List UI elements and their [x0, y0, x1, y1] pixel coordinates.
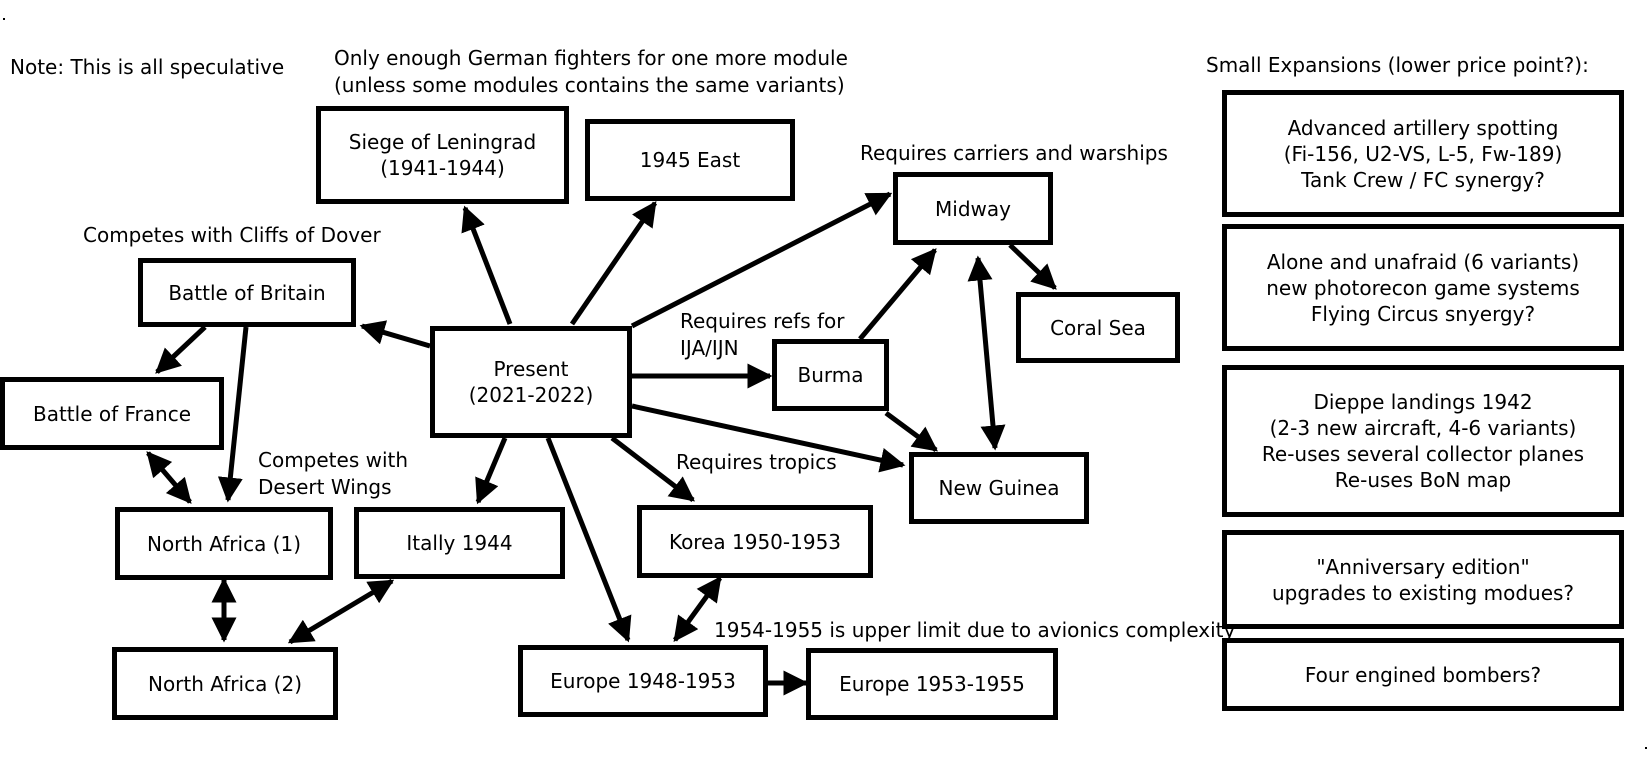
- note-avionics-text: 1954-1955 is upper limit due to avionics…: [714, 618, 1236, 642]
- node-present-line-1: Present: [493, 357, 569, 381]
- arrow-britain-france: [155, 325, 207, 374]
- node-burma-text: Burma: [797, 363, 864, 387]
- expansion-alone-and-unafraid: Alone and unafraid (6 variants) new phot…: [1222, 224, 1624, 351]
- node-north-africa-2-text: North Africa (2): [147, 671, 303, 696]
- node-burma: Burma: [772, 339, 889, 411]
- note-avionics: 1954-1955 is upper limit due to avionics…: [714, 617, 1235, 644]
- note-german-fighters-line-2: (unless some modules contains the same v…: [334, 73, 845, 97]
- arrow-midway-coral-sea: [1008, 243, 1057, 290]
- expansions-title-text: Small Expansions (lower price point?):: [1206, 53, 1589, 77]
- node-present: Present (2021-2022): [430, 326, 632, 438]
- note-refs: Requires refs for IJA/IJN: [680, 308, 845, 362]
- arrow-present-1945-east: [569, 200, 658, 326]
- arrow-britain-north-africa-1: [217, 326, 249, 503]
- arrow-burma-new-guinea: [884, 410, 939, 453]
- node-1945-east-text: 1945 East: [639, 148, 741, 172]
- expansion-dieppe-line-4: Re-uses BoN map: [1334, 468, 1512, 492]
- arrow-present-europe-1948: [545, 437, 632, 643]
- expansion-anniversary-line-1: "Anniversary edition": [1316, 554, 1530, 579]
- arrow-present-midway: [630, 191, 893, 329]
- note-refs-line-2: IJA/IJN: [680, 336, 739, 360]
- expansions-title: Small Expansions (lower price point?):: [1206, 52, 1589, 79]
- note-speculative-text: Note: This is all speculative: [10, 55, 285, 79]
- note-refs-line-1: Requires refs for: [680, 309, 845, 333]
- expansion-anniversary-line-2: upgrades to existing modues?: [1271, 580, 1575, 605]
- arrow-midway-new-guinea: [967, 255, 1006, 451]
- node-leningrad-line-1: Siege of Leningrad: [348, 130, 537, 154]
- node-battle-of-britain: Battle of Britain: [138, 258, 356, 327]
- expansion-alone-line-3: Flying Circus snyergy?: [1310, 301, 1536, 326]
- arrow-korea-europe-1948: [672, 575, 723, 643]
- node-north-africa-2: North Africa (2): [112, 647, 338, 720]
- expansion-anniversary-edition: "Anniversary edition" upgrades to existi…: [1222, 530, 1624, 629]
- arrow-present-britain: [359, 320, 431, 349]
- note-tropics-text: Requires tropics: [676, 450, 837, 474]
- corner-dot-top: [3, 18, 5, 20]
- expansion-dieppe-line-2: (2-3 new aircraft, 4-6 variants): [1269, 416, 1577, 440]
- note-speculative: Note: This is all speculative: [10, 54, 284, 81]
- expansion-alone-line-1: Alone and unafraid (6 variants): [1266, 249, 1580, 274]
- expansion-four-engined-bombers: Four engined bombers?: [1222, 638, 1624, 711]
- node-korea: Korea 1950-1953: [637, 505, 873, 578]
- expansion-artillery-line-2: (Fi-156, U2-VS, L-5, Fw-189): [1283, 141, 1563, 166]
- arrow-present-korea: [610, 436, 695, 502]
- arrow-france-north-africa-1: [146, 451, 192, 504]
- node-siege-of-leningrad: Siege of Leningrad (1941-1944): [316, 106, 569, 204]
- corner-dot-bottom: [1645, 747, 1647, 749]
- arrow-burma-midway: [858, 248, 937, 341]
- note-cliffs-of-dover: Competes with Cliffs of Dover: [83, 222, 381, 249]
- expansion-bombers-text: Four engined bombers?: [1304, 662, 1542, 687]
- node-britain-text: Battle of Britain: [168, 280, 326, 305]
- note-cliffs-text: Competes with Cliffs of Dover: [83, 223, 381, 247]
- note-carriers: Requires carriers and warships: [860, 140, 1168, 167]
- node-new-guinea-text: New Guinea: [938, 476, 1060, 500]
- note-desert-line-1: Competes with: [258, 448, 409, 472]
- note-german-fighters-line-1: Only enough German fighters for one more…: [334, 46, 848, 70]
- node-battle-of-france: Battle of France: [0, 377, 224, 450]
- note-desert-wings: Competes with Desert Wings: [258, 447, 408, 501]
- arrow-north-africa-2-italy: [287, 578, 395, 645]
- node-midway: Midway: [893, 172, 1053, 245]
- note-desert-line-2: Desert Wings: [258, 475, 392, 499]
- node-north-africa-1: North Africa (1): [115, 507, 333, 580]
- node-italy-text: Itally 1944: [406, 531, 513, 555]
- node-new-guinea: New Guinea: [909, 452, 1089, 524]
- node-europe-1948-1953: Europe 1948-1953: [518, 645, 768, 717]
- node-leningrad-line-2: (1941-1944): [380, 156, 505, 180]
- node-coral-text: Coral Sea: [1050, 315, 1146, 340]
- arrow-present-new-guinea: [631, 403, 906, 473]
- note-german-fighters: Only enough German fighters for one more…: [334, 45, 848, 99]
- node-1945-east: 1945 East: [585, 119, 795, 201]
- note-tropics: Requires tropics: [676, 449, 837, 476]
- expansion-artillery-spotting: Advanced artillery spotting (Fi-156, U2-…: [1222, 90, 1624, 217]
- expansion-artillery-line-3: Tank Crew / FC synergy?: [1301, 167, 1545, 192]
- note-carriers-text: Requires carriers and warships: [860, 141, 1168, 165]
- arrow-present-italy: [475, 437, 508, 505]
- node-korea-text: Korea 1950-1953: [668, 529, 842, 554]
- arrow-present-leningrad: [461, 205, 513, 325]
- node-europe-1953-1955: Europe 1953-1955: [806, 648, 1058, 720]
- expansion-dieppe-landings: Dieppe landings 1942 (2-3 new aircraft, …: [1222, 365, 1624, 517]
- node-coral-sea: Coral Sea: [1016, 292, 1180, 363]
- expansion-artillery-line-1: Advanced artillery spotting: [1287, 115, 1559, 140]
- node-north-africa-1-text: North Africa (1): [146, 531, 302, 556]
- node-europe-1953-text: Europe 1953-1955: [839, 672, 1025, 696]
- node-present-line-2: (2021-2022): [468, 383, 594, 407]
- node-europe-1948-text: Europe 1948-1953: [550, 669, 736, 693]
- expansion-dieppe-line-3: Re-uses several collector planes: [1261, 442, 1585, 466]
- expansion-alone-line-2: new photorecon game systems: [1266, 275, 1580, 300]
- expansion-dieppe-line-1: Dieppe landings 1942: [1313, 390, 1533, 414]
- node-midway-text: Midway: [935, 196, 1011, 221]
- node-italy-1944: Itally 1944: [354, 507, 565, 579]
- node-france-text: Battle of France: [32, 401, 192, 426]
